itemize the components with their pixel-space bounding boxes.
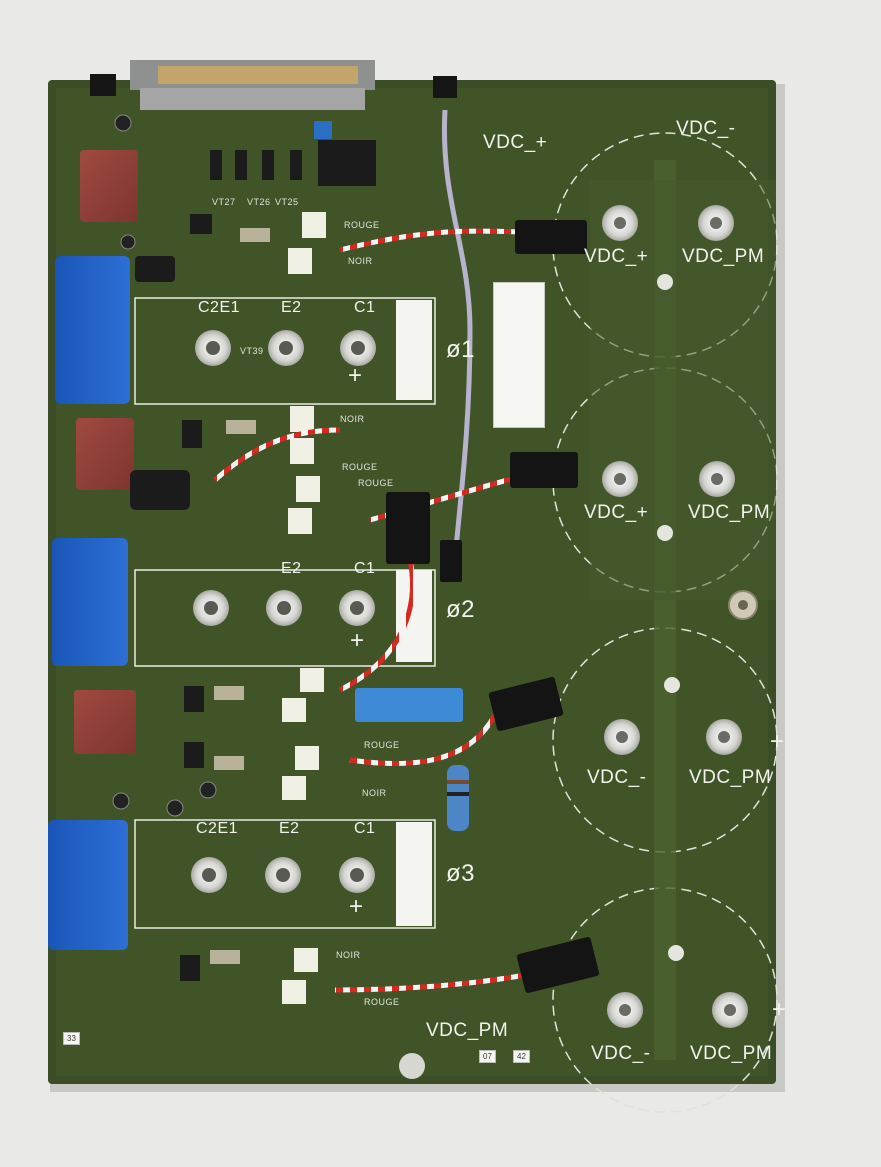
mount-hole	[399, 1053, 425, 1079]
optocouplers	[282, 212, 326, 1004]
copper-pour	[590, 180, 776, 600]
label-vt39: VT39	[240, 346, 264, 356]
label-plus-cap3: +	[770, 728, 785, 755]
label-rouge-2: ROUGE	[342, 462, 378, 472]
label-noir-1: NOIR	[348, 256, 373, 266]
label-cap4-left: VDC_-	[591, 1043, 651, 1064]
label-plus-3: +	[349, 893, 364, 920]
label-plus-1: +	[348, 362, 363, 389]
label-cap1-right: VDC_PM	[682, 246, 765, 267]
label-vdc-plus-top: VDC_+	[483, 132, 548, 153]
cap-outline-2	[552, 367, 778, 593]
igbt-terminal-slots	[396, 300, 432, 926]
label-phase-1: ø1	[446, 336, 476, 363]
label-noir-2: NOIR	[340, 414, 365, 424]
label-vdc-pm-bottom: VDC_PM	[426, 1020, 509, 1041]
label-c2e1-1: C2E1	[198, 299, 241, 316]
label-vt27: VT27	[212, 197, 236, 207]
label-vdc-minus-top: VDC_-	[676, 118, 736, 139]
ribbon-wire	[441, 109, 473, 561]
blue-components	[48, 121, 463, 950]
cap-outline-4	[552, 887, 778, 1113]
wire-connectors	[386, 220, 600, 993]
label-c2e1-3: C2E1	[196, 820, 239, 837]
label-e2-2: E2	[281, 560, 302, 577]
label-c1-1: C1	[354, 299, 376, 316]
label-cap2-left: VDC_+	[584, 502, 649, 523]
label-cap3-right: VDC_PM	[689, 767, 772, 788]
relays	[74, 150, 138, 754]
label-cap1-left: VDC_+	[584, 246, 649, 267]
tag-07: 07	[479, 1050, 496, 1063]
label-rouge-1: ROUGE	[344, 220, 380, 230]
label-vt25: VT25	[275, 197, 299, 207]
label-rouge-4: ROUGE	[364, 740, 400, 750]
tag-33: 33	[63, 1032, 80, 1045]
label-noir-4: NOIR	[336, 950, 361, 960]
label-vt26: VT26	[247, 197, 271, 207]
label-e2-3: E2	[279, 820, 300, 837]
label-plus-cap4: +	[772, 996, 787, 1023]
cap-pads	[602, 205, 748, 1028]
serial-label	[493, 282, 545, 428]
driver-components	[130, 140, 376, 981]
cap-outline-3	[552, 627, 778, 853]
label-cap3-left: VDC_-	[587, 767, 647, 788]
label-rouge-3: ROUGE	[358, 478, 394, 488]
tag-42: 42	[513, 1050, 530, 1063]
igbt-pads	[191, 330, 376, 893]
label-e2-1: E2	[281, 299, 302, 316]
label-c1-2: C1	[354, 560, 376, 577]
power-resistor	[447, 765, 469, 831]
label-cap2-right: VDC_PM	[688, 502, 771, 523]
label-phase-3: ø3	[446, 860, 476, 887]
label-noir-3: NOIR	[362, 788, 387, 798]
label-c1-3: C1	[354, 820, 376, 837]
label-rouge-5: ROUGE	[364, 997, 400, 1007]
cap-outline-1	[552, 132, 778, 358]
label-cap4-right: VDC_PM	[690, 1043, 773, 1064]
label-phase-2: ø2	[446, 596, 476, 623]
label-plus-2: +	[350, 627, 365, 654]
